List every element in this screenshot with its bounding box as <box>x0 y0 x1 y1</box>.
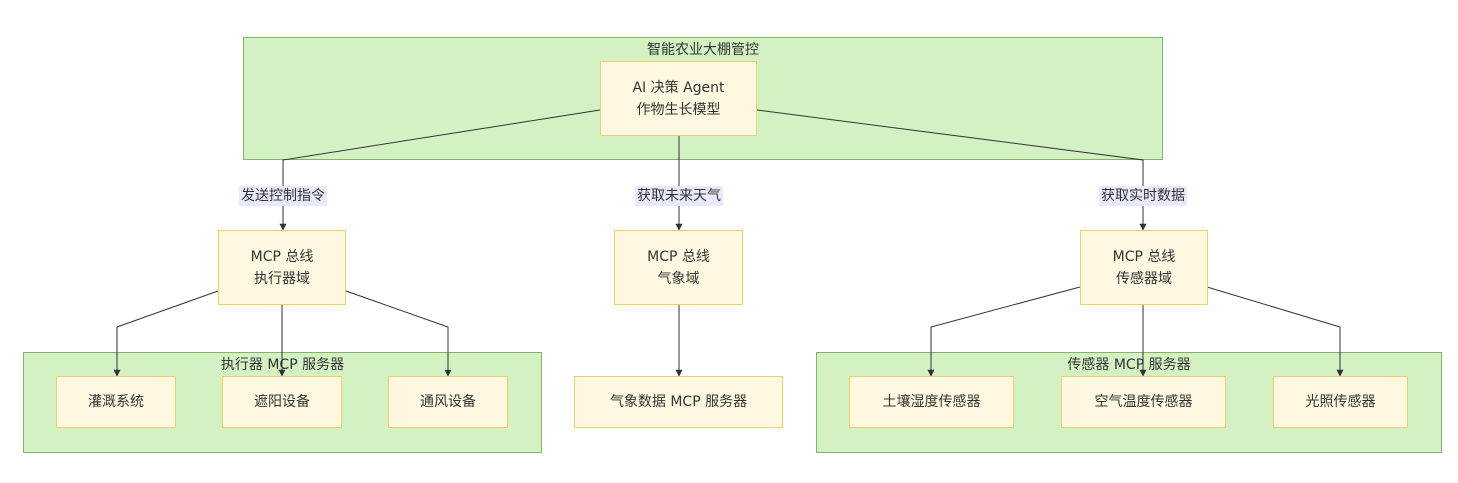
edge-label-send-control: 发送控制指令 <box>239 186 327 206</box>
actuator-servers-group-title: 执行器 MCP 服务器 <box>220 357 345 373</box>
soil-humidity-label: 土壤湿度传感器 <box>882 394 981 410</box>
bus-sensor-line-2: 传感器域 <box>1116 270 1172 287</box>
shading-device-node[interactable]: 遮阳设备 <box>222 376 342 428</box>
bus-sensor-line-1: MCP 总线 <box>1112 248 1176 265</box>
ventilation-label: 通风设备 <box>420 394 476 410</box>
shading-label: 遮阳设备 <box>254 394 310 410</box>
weather-data-server-node[interactable]: 气象数据 MCP 服务器 <box>574 376 783 428</box>
bus-weather-line-1: MCP 总线 <box>647 248 710 265</box>
air-temperature-sensor-node[interactable]: 空气温度传感器 <box>1061 376 1226 428</box>
ai-decision-agent-node[interactable]: AI 决策 Agent 作物生长模型 <box>600 61 757 136</box>
edge-label-get-weather: 获取未来天气 <box>635 186 723 206</box>
light-label: 光照传感器 <box>1305 394 1376 410</box>
weather-server-label: 气象数据 MCP 服务器 <box>609 394 748 410</box>
ai-agent-line-1: AI 决策 Agent <box>632 79 725 96</box>
sensor-servers-group-title: 传感器 MCP 服务器 <box>1067 357 1191 373</box>
mcp-bus-weather-node[interactable]: MCP 总线 气象域 <box>614 230 743 305</box>
bus-actuator-line-1: MCP 总线 <box>250 248 314 265</box>
soil-humidity-sensor-node[interactable]: 土壤湿度传感器 <box>849 376 1014 428</box>
mcp-bus-sensor-node[interactable]: MCP 总线 传感器域 <box>1080 230 1208 305</box>
air-temp-label: 空气温度传感器 <box>1094 394 1193 410</box>
greenhouse-group-title: 智能农业大棚管控 <box>647 42 759 58</box>
ventilation-device-node[interactable]: 通风设备 <box>388 376 508 428</box>
irrigation-system-node[interactable]: 灌溉系统 <box>56 376 176 428</box>
bus-weather-line-2: 气象域 <box>657 270 700 287</box>
mcp-bus-actuator-node[interactable]: MCP 总线 执行器域 <box>218 230 346 305</box>
ai-agent-line-2: 作物生长模型 <box>636 101 721 118</box>
light-sensor-node[interactable]: 光照传感器 <box>1273 376 1408 428</box>
irrigation-label: 灌溉系统 <box>88 394 144 410</box>
edge-label-get-realtime: 获取实时数据 <box>1099 186 1187 206</box>
bus-actuator-line-2: 执行器域 <box>254 270 310 287</box>
